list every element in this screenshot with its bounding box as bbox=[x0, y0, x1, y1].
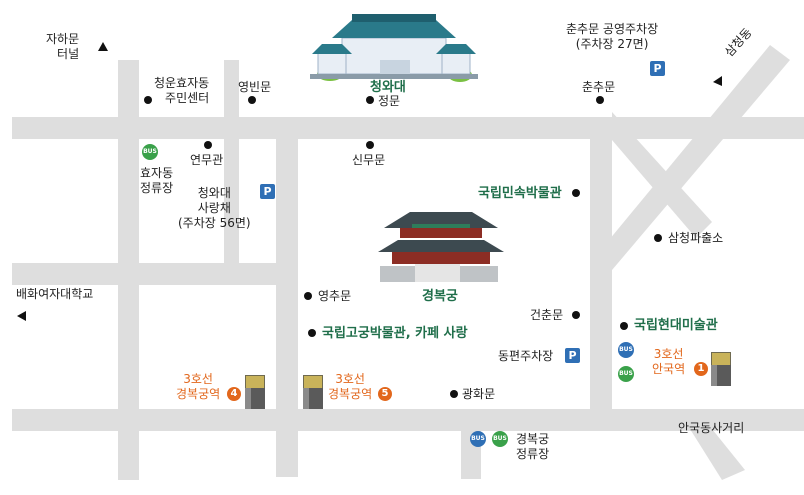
bus-icon-anguk-2: BUS bbox=[618, 366, 634, 382]
palace-museum-dot bbox=[308, 329, 316, 337]
road-diagonal-anguk bbox=[612, 112, 712, 238]
label-dongpyeon-parking: 동편주차장 bbox=[498, 349, 554, 363]
arrow-up-icon bbox=[98, 42, 108, 51]
label-gbg-station-4: 3호선 경복궁역 bbox=[176, 372, 221, 401]
road-horizontal-left bbox=[12, 263, 280, 285]
arrow-left-icon bbox=[17, 311, 26, 321]
label-gbg-station-5: 3호선 경복궁역 bbox=[328, 372, 373, 401]
label-gbg-bus-stop: 경복궁 정류장 bbox=[516, 432, 550, 461]
yeonmugwan-dot bbox=[204, 141, 212, 149]
label-yeongchumun: 영추문 bbox=[318, 289, 352, 303]
label-cheongwadae: 청와대 bbox=[370, 80, 406, 95]
road-vertical-cheongun bbox=[224, 60, 239, 265]
bus-icon-gbg-2: BUS bbox=[492, 431, 508, 447]
subway-entrance-anguk-icon bbox=[711, 352, 731, 386]
label-geonchunmun: 건춘문 bbox=[530, 308, 564, 322]
bus-icon-gbg-1: BUS bbox=[470, 431, 486, 447]
label-gwanghwamun: 광화문 bbox=[462, 387, 496, 401]
folk-museum-dot bbox=[572, 189, 580, 197]
arrow-up-right-icon bbox=[713, 76, 722, 86]
exit-number-gbg-5: 5 bbox=[378, 387, 392, 401]
label-cheongun-center: 청운효자동 주민센터 bbox=[154, 76, 210, 105]
road-horizontal-top bbox=[12, 117, 804, 139]
road-diagonal-samcheong bbox=[590, 45, 790, 296]
geonchunmun-dot bbox=[572, 311, 580, 319]
label-yeonmugwan: 연무관 bbox=[190, 153, 224, 167]
label-yeongbinmun: 영빈문 bbox=[238, 80, 272, 94]
label-gyeongbokgung: 경복궁 bbox=[422, 289, 458, 304]
parking-icon-chunchumun: P bbox=[650, 61, 665, 76]
label-folk-museum: 국립민속박물관 bbox=[478, 186, 562, 201]
label-anguk-station: 3호선 안국역 bbox=[652, 347, 686, 376]
cheongwadae-building-illustration bbox=[310, 14, 478, 82]
road-vertical-palace-west bbox=[276, 137, 298, 477]
mmca-dot bbox=[620, 322, 628, 330]
label-anguk-intersection: 안국동사거리 bbox=[678, 421, 745, 435]
exit-number-anguk: 1 bbox=[694, 362, 708, 376]
subway-entrance-gbg-5-icon bbox=[303, 375, 323, 409]
yeongchumun-dot bbox=[304, 292, 312, 300]
gwanghwamun-dot bbox=[450, 390, 458, 398]
label-chunchumun-parking: 춘추문 공영주차장 (주차장 27면) bbox=[566, 22, 659, 51]
parking-icon-sarangchae: P bbox=[260, 184, 275, 199]
label-sarangchae: 청와대 사랑채 (주차장 56면) bbox=[178, 186, 251, 230]
sinmumun-dot bbox=[366, 141, 374, 149]
yeongbinmun-dot bbox=[248, 96, 256, 104]
label-samcheong-police: 삼청파출소 bbox=[668, 231, 724, 245]
label-palace-museum: 국립고궁박물관, 카페 사랑 bbox=[322, 326, 468, 341]
road-diagonal-anguk-south bbox=[690, 429, 745, 480]
subway-entrance-gbg-4-icon bbox=[245, 375, 265, 409]
chunchumun-dot bbox=[596, 96, 604, 104]
label-sinmumun: 신무문 bbox=[352, 153, 386, 167]
samcheong-police-dot bbox=[654, 234, 662, 242]
label-baehwa-univ: 배화여자대학교 bbox=[16, 287, 94, 301]
road-vertical-left bbox=[118, 60, 139, 480]
cheongun-center-dot bbox=[144, 96, 152, 104]
label-chunchumun: 춘추문 bbox=[582, 80, 616, 94]
bus-icon-hyoja: BUS bbox=[142, 144, 158, 160]
exit-number-gbg-4: 4 bbox=[227, 387, 241, 401]
label-hyoja-stop: 효자동 정류장 bbox=[140, 166, 174, 195]
bus-icon-anguk-1: BUS bbox=[618, 342, 634, 358]
label-jahamun-tunnel: 자하문 터널 bbox=[46, 32, 80, 61]
gyeongbokgung-palace-illustration bbox=[378, 212, 504, 282]
label-mmca: 국립현대미술관 bbox=[634, 318, 718, 333]
jeongmun-dot bbox=[366, 96, 374, 104]
parking-icon-dongpyeon: P bbox=[565, 348, 580, 363]
label-jeongmun: 정문 bbox=[378, 94, 401, 108]
